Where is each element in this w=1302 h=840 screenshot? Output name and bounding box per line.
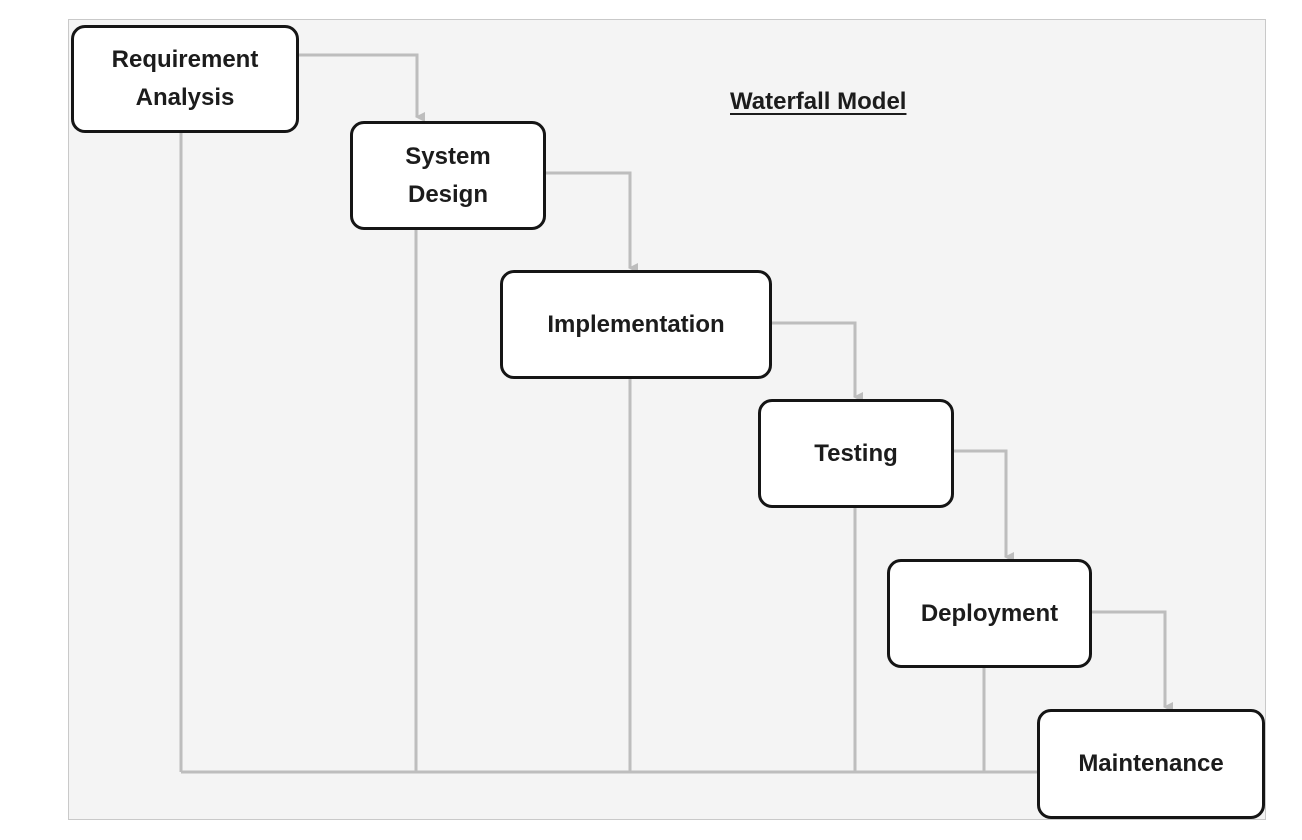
arrow-requirement-to-design (298, 53, 425, 122)
diagram-title: Waterfall Model (730, 88, 907, 115)
arrow-deployment-to-maintenance (1091, 610, 1173, 712)
stage-maintenance: Maintenance (1037, 709, 1265, 819)
stage-testing: Testing (758, 399, 954, 508)
arrow-design-to-implementation (545, 171, 638, 273)
stage-system-design: System Design (350, 121, 546, 230)
diagram-canvas (68, 19, 1266, 820)
stage-requirement-analysis: Requirement Analysis (71, 25, 299, 133)
arrow-testing-to-deployment (953, 449, 1014, 562)
stage-deployment: Deployment (887, 559, 1092, 668)
stage-implementation: Implementation (500, 270, 772, 379)
arrow-implementation-to-testing (771, 321, 863, 402)
